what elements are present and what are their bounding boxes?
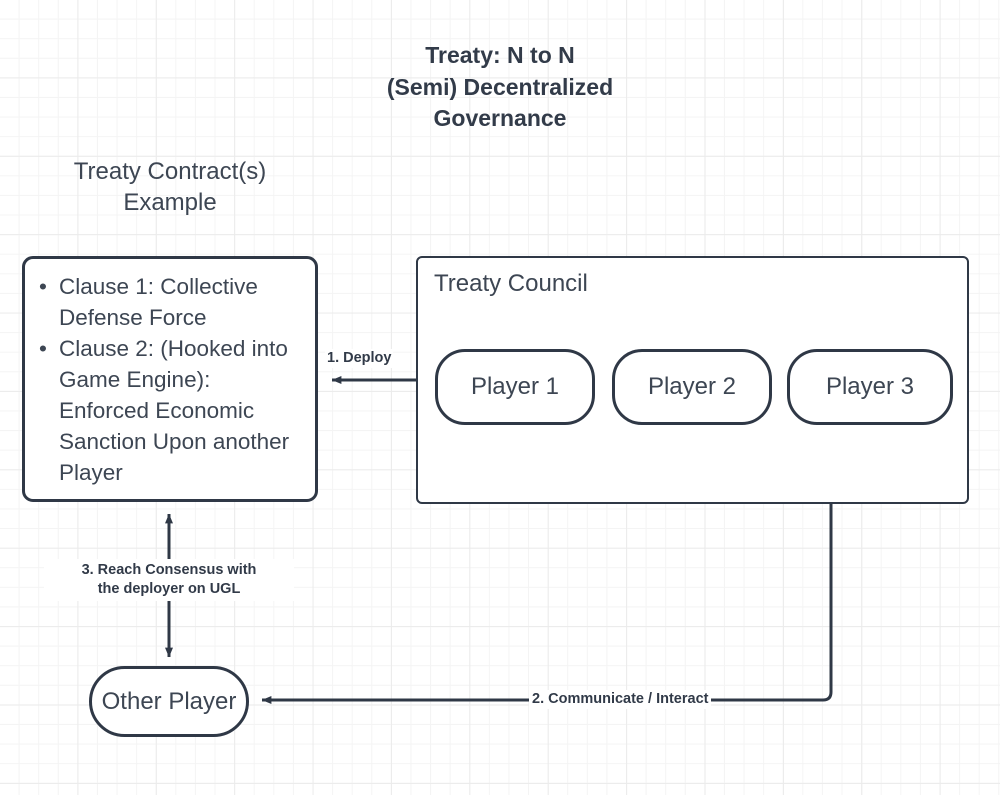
- other-player-node[interactable]: Other Player: [89, 666, 249, 737]
- edge-label-consensus: 3. Reach Consensus with the deployer on …: [44, 559, 294, 601]
- edge-communicate: [261, 504, 833, 704]
- edge-label-deploy: 1. Deploy: [325, 349, 394, 368]
- list-item: Clause 2: (Hooked into Game Engine): Enf…: [39, 333, 301, 488]
- treaty-council-label: Treaty Council: [434, 270, 588, 297]
- contract-caption: Treaty Contract(s) Example: [73, 158, 267, 216]
- council-member-player-2[interactable]: Player 2: [612, 349, 772, 425]
- edge-label-communicate: 2. Communicate / Interact: [529, 690, 712, 709]
- list-item: Clause 1: Collective Defense Force: [39, 271, 301, 333]
- council-member-player-3[interactable]: Player 3: [787, 349, 953, 425]
- council-member-player-1[interactable]: Player 1: [435, 349, 595, 425]
- treaty-contract-box[interactable]: Clause 1: Collective Defense Force Claus…: [22, 256, 318, 502]
- page-title: Treaty: N to N (Semi) Decentralized Gove…: [386, 42, 614, 131]
- clause-list: Clause 1: Collective Defense Force Claus…: [33, 271, 301, 488]
